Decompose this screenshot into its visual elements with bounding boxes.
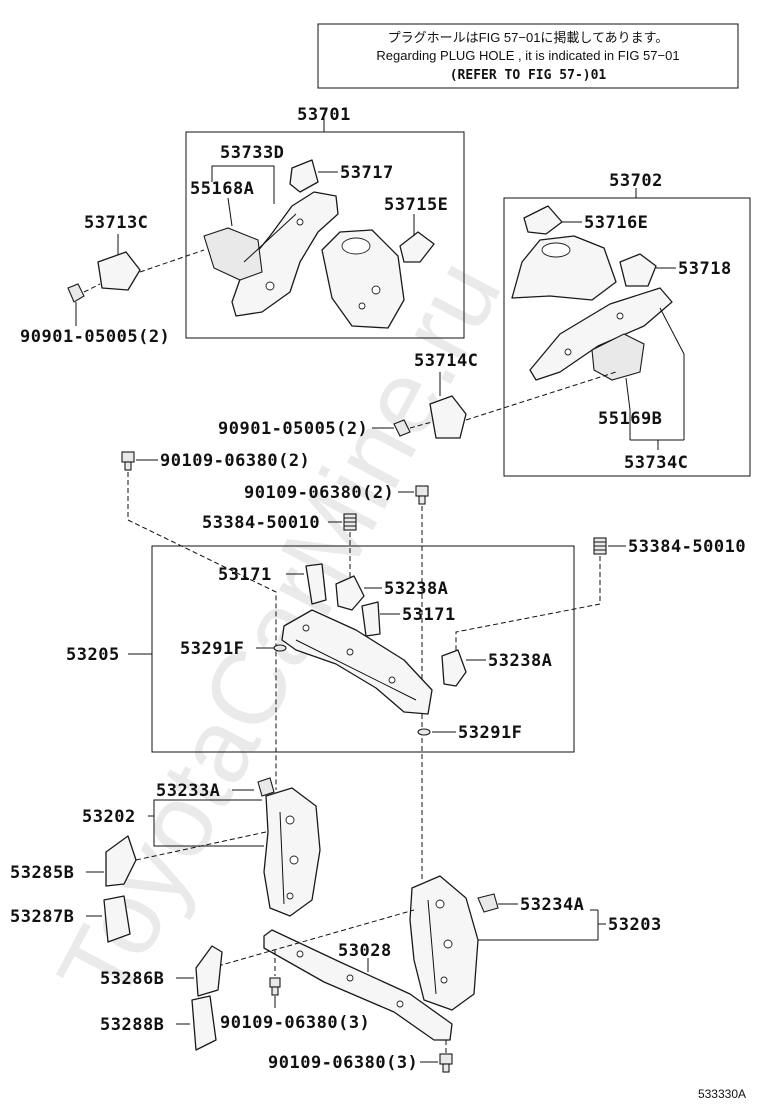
label-55168A: 55168A [190,179,254,199]
group-box-53702 [503,197,751,477]
label-90109-06380-a: 90109-06380(2) [160,451,310,471]
bracket-53717-part [289,159,319,193]
label-53716E: 53716E [584,213,648,233]
nut-53384-a [343,513,357,531]
label-53238A-a: 53238A [384,579,448,599]
clip-53291F-b [417,728,431,736]
clip-53233A-part [257,777,275,797]
label-53171-b: 53171 [402,605,456,625]
note-box [317,23,739,89]
bracket-53714C-part [429,395,467,439]
bolt-90109-d [439,1053,453,1073]
label-53233A: 53233A [156,781,220,801]
label-90109-06380-d: 90109-06380(3) [268,1053,418,1073]
label-53713C: 53713C [84,213,148,233]
clip-53291F-a [273,644,287,652]
label-53285B: 53285B [10,863,74,883]
bracket-53718-part [619,253,657,287]
bracket-53238A-a-part [335,575,365,611]
nut-53384-b [593,537,607,555]
label-53287B: 53287B [10,907,74,927]
support-sub-53203-part [409,875,479,1011]
label-90109-06380-b: 90109-06380(2) [244,483,394,503]
label-90901-05005-b: 90901-05005(2) [218,419,368,439]
group-box-53701 [185,131,465,339]
label-53733D: 53733D [220,143,284,163]
group-box-53205 [151,545,575,753]
label-53202: 53202 [82,807,136,827]
support-lower-53028-part [263,929,453,1041]
bolt-90109-a [121,451,135,471]
label-53291F-a: 53291F [180,639,244,659]
bolt-90109-c [269,977,281,996]
label-53028: 53028 [338,941,392,961]
label-53203: 53203 [608,915,662,935]
bolt-90901-a [67,283,85,303]
apron-front-upper-part [203,191,339,317]
label-53291F-b: 53291F [458,723,522,743]
label-53701: 53701 [297,105,351,125]
bolt-90109-b [415,485,429,505]
seal-53287B-part [103,895,131,943]
label-53714C: 53714C [414,351,478,371]
label-90109-06380-c: 90109-06380(3) [220,1013,370,1033]
support-upper-53205-part [281,609,433,715]
label-53234A: 53234A [520,895,584,915]
label-53288B: 53288B [100,1015,164,1035]
figure-id: 533330A [698,1087,746,1101]
label-53734C: 53734C [624,453,688,473]
label-53171-a: 53171 [218,565,272,585]
apron-front-rh-part [529,287,673,381]
label-53717: 53717 [340,163,394,183]
shock-tower-rh-part [511,235,617,301]
label-53718: 53718 [678,259,732,279]
note-line-ref: (REFER TO FIG 57-)01 [450,68,607,83]
bracket-53171-b-part [361,601,381,637]
label-53702: 53702 [609,171,663,191]
label-53205: 53205 [66,645,120,665]
shock-tower-part [321,229,405,329]
support-sub-53202-part [263,787,321,917]
note-line-ja: プラグホールはFIG 57−01に掲載してあります。 [388,30,669,45]
bracket-53238A-b-part [441,649,467,687]
clip-53234A-part [477,893,499,913]
seal-53286B-part [195,945,223,997]
label-55169B: 55169B [598,409,662,429]
bracket-53171-a-part [305,563,327,605]
bracket-53713C-part [97,251,141,291]
label-53384-50010-a: 53384-50010 [202,513,320,533]
bolt-90901-b [393,419,411,437]
label-53286B: 53286B [100,969,164,989]
label-90901-05005-a: 90901-05005(2) [20,327,170,347]
label-53715E: 53715E [384,195,448,215]
note-line-en: Regarding PLUG HOLE , it is indicated in… [376,48,679,63]
seal-53285B-part [105,835,137,887]
bracket-53716E-part [523,205,563,235]
label-53384-50010-b: 53384-50010 [628,537,746,557]
bracket-53715E-part [399,231,435,263]
seal-53288B-part [191,995,217,1051]
label-53238A-b: 53238A [488,651,552,671]
